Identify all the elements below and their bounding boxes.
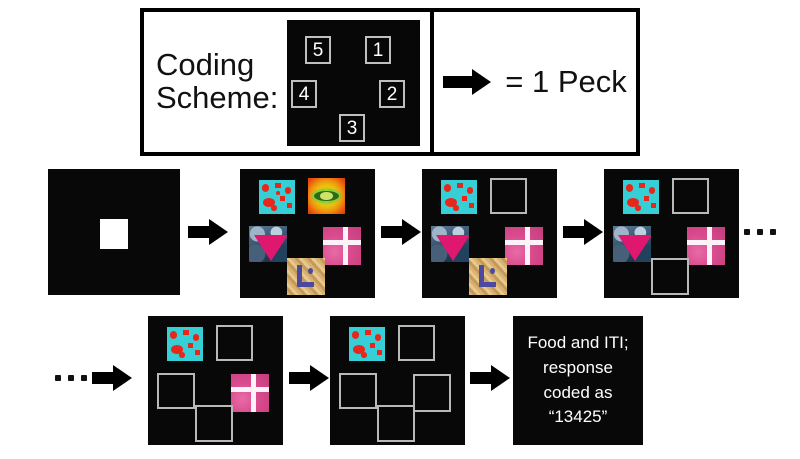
legend-cell-1: 1	[365, 36, 391, 64]
coding-scheme-board: 5 1 4 2 3	[287, 20, 420, 146]
gold-ell-stimulus	[287, 258, 325, 295]
slot-pos3-empty[interactable]	[651, 258, 689, 295]
arrow-icon-3	[563, 219, 603, 245]
legend-title: Coding Scheme:	[156, 47, 279, 115]
slot-pos5[interactable]	[623, 180, 659, 214]
cyan-blob-stimulus	[623, 180, 659, 214]
arrow-icon-6	[470, 365, 510, 391]
slot-pos2[interactable]	[231, 374, 269, 412]
coding-scheme-legend: Coding Scheme: 5 1 4 2 3 = 1 Peck	[140, 8, 640, 156]
panel-outcome: Food and ITI; response coded as “13425”	[513, 316, 643, 445]
legend-right-section: = 1 Peck	[434, 12, 636, 152]
legend-cell-3: 3	[339, 114, 365, 142]
legend-peck-label: = 1 Peck	[505, 64, 627, 99]
panel-after-peck-1	[422, 169, 557, 298]
pink-cross-stimulus	[231, 374, 269, 412]
slot-pos2[interactable]	[323, 227, 361, 265]
slot-pos1-empty[interactable]	[398, 325, 435, 361]
blue-triangle-stimulus	[613, 226, 651, 262]
row2-ellipsis	[55, 375, 87, 381]
panel-all-five	[240, 169, 375, 298]
slot-pos4-empty[interactable]	[339, 373, 377, 409]
slot-pos4[interactable]	[249, 226, 287, 262]
legend-cell-2: 2	[379, 80, 405, 108]
slot-pos2[interactable]	[687, 227, 725, 265]
slot-pos5[interactable]	[441, 180, 477, 214]
cyan-blob-stimulus	[441, 180, 477, 214]
slot-pos1-empty[interactable]	[672, 178, 709, 214]
blue-triangle-stimulus	[249, 226, 287, 262]
legend-left-section: Coding Scheme: 5 1 4 2 3	[144, 12, 434, 152]
cyan-blob-stimulus	[349, 327, 385, 361]
slot-pos4-empty[interactable]	[157, 373, 195, 409]
green-oval-stimulus	[308, 178, 345, 214]
slot-pos3[interactable]	[469, 258, 507, 295]
arrow-icon-2	[381, 219, 421, 245]
pink-cross-stimulus	[687, 227, 725, 265]
blue-triangle-stimulus	[431, 226, 469, 262]
slot-pos3[interactable]	[287, 258, 325, 295]
slot-pos1-empty[interactable]	[490, 178, 527, 214]
slot-pos3-empty[interactable]	[195, 405, 233, 442]
arrow-icon-1	[188, 219, 228, 245]
pink-cross-stimulus	[323, 227, 361, 265]
legend-cell-5: 5	[305, 36, 331, 64]
arrow-icon-4	[92, 365, 132, 391]
slot-pos3-empty[interactable]	[377, 405, 415, 442]
panel-after-peck-2	[604, 169, 739, 298]
slot-pos4[interactable]	[613, 226, 651, 262]
arrow-icon-5	[289, 365, 329, 391]
pink-cross-stimulus	[505, 227, 543, 265]
outcome-text: Food and ITI; response coded as “13425”	[527, 333, 629, 427]
cyan-blob-stimulus	[259, 180, 295, 214]
right-arrow-icon	[443, 69, 495, 95]
slot-pos1-empty[interactable]	[216, 325, 253, 361]
start-key[interactable]	[100, 219, 128, 249]
slot-pos1[interactable]	[308, 178, 345, 214]
panel-start-key	[48, 169, 180, 295]
slot-pos5[interactable]	[349, 327, 385, 361]
slot-pos5[interactable]	[259, 180, 295, 214]
gold-ell-stimulus	[469, 258, 507, 295]
slot-pos4[interactable]	[431, 226, 469, 262]
legend-cell-4: 4	[291, 80, 317, 108]
row1-ellipsis	[744, 229, 776, 235]
slot-pos2-empty[interactable]	[413, 374, 451, 412]
cyan-blob-stimulus	[167, 327, 203, 361]
panel-after-peck-4	[330, 316, 465, 445]
slot-pos2[interactable]	[505, 227, 543, 265]
slot-pos5[interactable]	[167, 327, 203, 361]
panel-after-peck-3	[148, 316, 283, 445]
